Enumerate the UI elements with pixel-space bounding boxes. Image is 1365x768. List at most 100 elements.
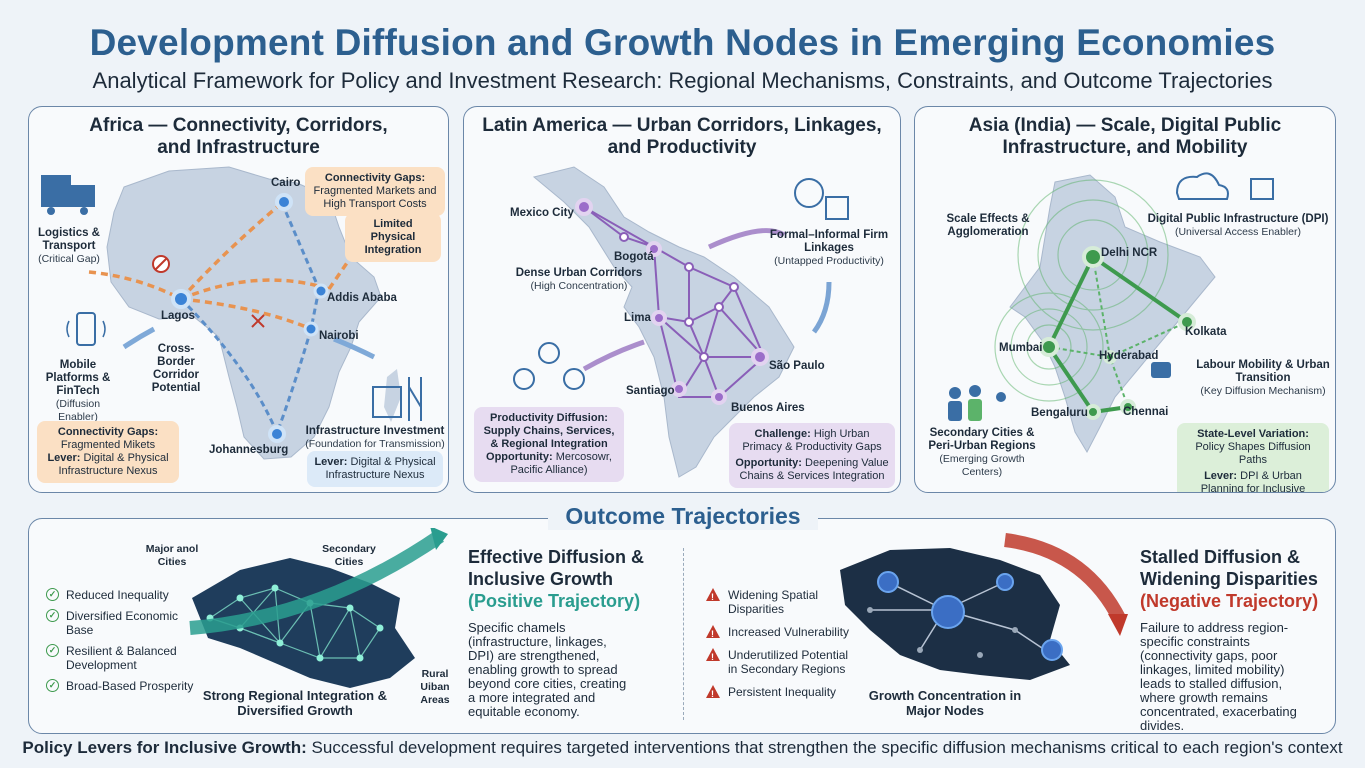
hub-node	[931, 595, 965, 629]
risk-item: Persistent Inequality	[706, 685, 856, 701]
node-lima	[651, 310, 667, 326]
city-label-johannesburg: Johannesburg	[209, 444, 289, 456]
cross-border-label: Cross-Border Corridor Potential	[151, 343, 201, 394]
page-subtitle: Analytical Framework for Policy and Inve…	[92, 68, 1273, 93]
check-icon: ✓	[46, 609, 59, 622]
city-label-buenos-aires: Buenos Aires	[731, 402, 805, 414]
smartphone-icon	[66, 312, 106, 346]
benefits-list: ✓Reduced Inequality ✓Diversified Economi…	[46, 588, 196, 700]
warning-icon	[706, 625, 720, 641]
secondary-cities-label: Secondary Cities & Peri-Urban Regions(Em…	[928, 427, 1036, 478]
secondary-cities-label: Secondary Cities	[322, 543, 376, 568]
broken-rail-icon	[251, 314, 265, 328]
city-label-mumbai: Mumbai	[999, 342, 1043, 354]
africa-map	[41, 166, 422, 460]
truck-icon	[41, 175, 95, 215]
node-lagos	[171, 289, 191, 309]
gear-chip-icon	[794, 178, 849, 220]
latam-panel-title: Latin America — Urban Corridors, Linkage…	[482, 115, 882, 158]
risk-item: Underutilized Potential in Secondary Reg…	[706, 648, 856, 676]
risks-list: Widening Spatial Disparities Increased V…	[706, 588, 856, 708]
falling-arrow	[1004, 533, 1127, 624]
check-icon: ✓	[46, 679, 59, 692]
node-sao-paulo	[751, 348, 769, 366]
node-hyderabad	[1103, 350, 1117, 364]
negative-map-caption: Growth Concentration in Major Nodes	[868, 688, 1022, 718]
page-title: Development Diffusion and Growth Nodes i…	[89, 22, 1276, 63]
node-mexico-city	[575, 198, 593, 216]
city-label-lagos: Lagos	[161, 310, 195, 322]
positive-map-caption: Strong Regional Integration & Diversifie…	[202, 688, 388, 718]
node-nairobi	[303, 321, 319, 337]
city-label-kolkata: Kolkata	[1185, 326, 1227, 338]
warning-icon	[706, 685, 720, 701]
risk-item: Widening Spatial Disparities	[706, 588, 856, 616]
people-icon	[948, 385, 1006, 421]
productivity-diffusion-box: Productivity Diffusion: Supply Chains, S…	[474, 407, 624, 482]
rising-arrow	[189, 530, 444, 635]
city-label-bogota: Bogotá	[614, 251, 654, 263]
india-map	[948, 172, 1274, 454]
scale-effects-label: Scale Effects & Agglomeration	[946, 213, 1030, 238]
cloud-network-icon	[1175, 172, 1274, 200]
construction-crane-icon	[372, 377, 422, 421]
city-label-sao-paulo: São Paulo	[769, 360, 825, 372]
city-label-addis: Addis Ababa	[327, 292, 397, 304]
positive-heading: Effective Diffusion & Inclusive Growth (…	[468, 547, 645, 611]
policy-footer: Policy Levers for Inclusive Growth: Succ…	[22, 738, 1343, 757]
state-variation-box: State-Level Variation: Policy Shapes Dif…	[1177, 423, 1329, 492]
infra-investment-label: Infrastructure Investment(Foundation for…	[305, 425, 445, 450]
city-label-santiago: Santiago	[626, 385, 675, 397]
limited-integration-box: Limited Physical Integration	[345, 213, 441, 262]
latam-panel: Latin America — Urban Corridors, Linkage…	[463, 106, 901, 493]
dpi-label: Digital Public Infrastructure (DPI)(Univ…	[1147, 213, 1329, 238]
formal-informal-label: Formal–Informal Firm Linkages(Untapped P…	[769, 229, 889, 267]
outcome-title: Outcome Trajectories	[548, 503, 818, 530]
city-label-hyderabad: Hyderabad	[1099, 350, 1159, 362]
city-label-lima: Lima	[624, 312, 651, 324]
node-chennai	[1120, 399, 1136, 415]
node-bengaluru	[1085, 404, 1101, 420]
mobile-label: Mobile Platforms & FinTech(Diffusion Ena…	[45, 359, 111, 423]
benefit-item: ✓Diversified Economic Base	[46, 609, 196, 637]
lever-box: Lever: Digital & Physical Infrastructure…	[307, 451, 443, 487]
risk-item: Increased Vulnerability	[706, 625, 856, 641]
node-cairo	[275, 193, 293, 211]
negative-network-map	[840, 533, 1128, 680]
benefit-item: ✓Broad-Based Prosperity	[46, 679, 196, 693]
node-johannesburg	[268, 425, 286, 443]
node-addis	[313, 283, 329, 299]
connectivity-gaps-top-box: Connectivity Gaps:Fragmented Markets and…	[305, 167, 445, 216]
warning-icon	[706, 588, 720, 604]
positive-body: Specific chamels (infrastructure, linkag…	[468, 620, 627, 719]
major-cities-label: Major anol Cities	[145, 543, 199, 568]
africa-panel-title: Africa — Connectivity, Corridors,and Inf…	[89, 115, 388, 158]
challenge-box: Challenge: High Urban Primacy & Producti…	[729, 423, 895, 488]
check-icon: ✓	[46, 644, 59, 657]
node-mumbai	[1039, 337, 1059, 357]
blocked-road-icon	[152, 255, 170, 273]
dense-corridors-label: Dense Urban Corridors(High Concentration…	[515, 267, 643, 292]
city-label-bengaluru: Bengaluru	[1031, 407, 1088, 419]
node-bogota	[646, 241, 662, 257]
africa-panel: Africa — Connectivity, Corridors,and Inf…	[28, 106, 449, 493]
benefit-item: ✓Reduced Inequality	[46, 588, 196, 602]
labour-mobility-label: Labour Mobility & Urban Transition(Key D…	[1196, 359, 1330, 397]
city-label-cairo: Cairo	[271, 177, 301, 189]
network-globes-icon	[513, 342, 585, 390]
bus-icon	[1151, 362, 1171, 378]
city-label-chennai: Chennai	[1123, 406, 1169, 418]
node-buenos-aires	[711, 389, 727, 405]
latam-map	[513, 166, 849, 478]
benefit-item: ✓Resilient & Balanced Development	[46, 644, 196, 672]
node-delhi	[1082, 246, 1104, 268]
rural-areas-label: Rural Uiban Areas	[420, 668, 450, 706]
negative-heading: Stalled Diffusion & Widening Disparities…	[1140, 547, 1319, 611]
city-label-delhi: Delhi NCR	[1101, 247, 1158, 259]
positive-network-map	[189, 528, 448, 688]
node-kolkata	[1178, 313, 1196, 331]
logistics-label: Logistics & Transport(Critical Gap)	[38, 227, 100, 265]
check-icon: ✓	[46, 588, 59, 601]
